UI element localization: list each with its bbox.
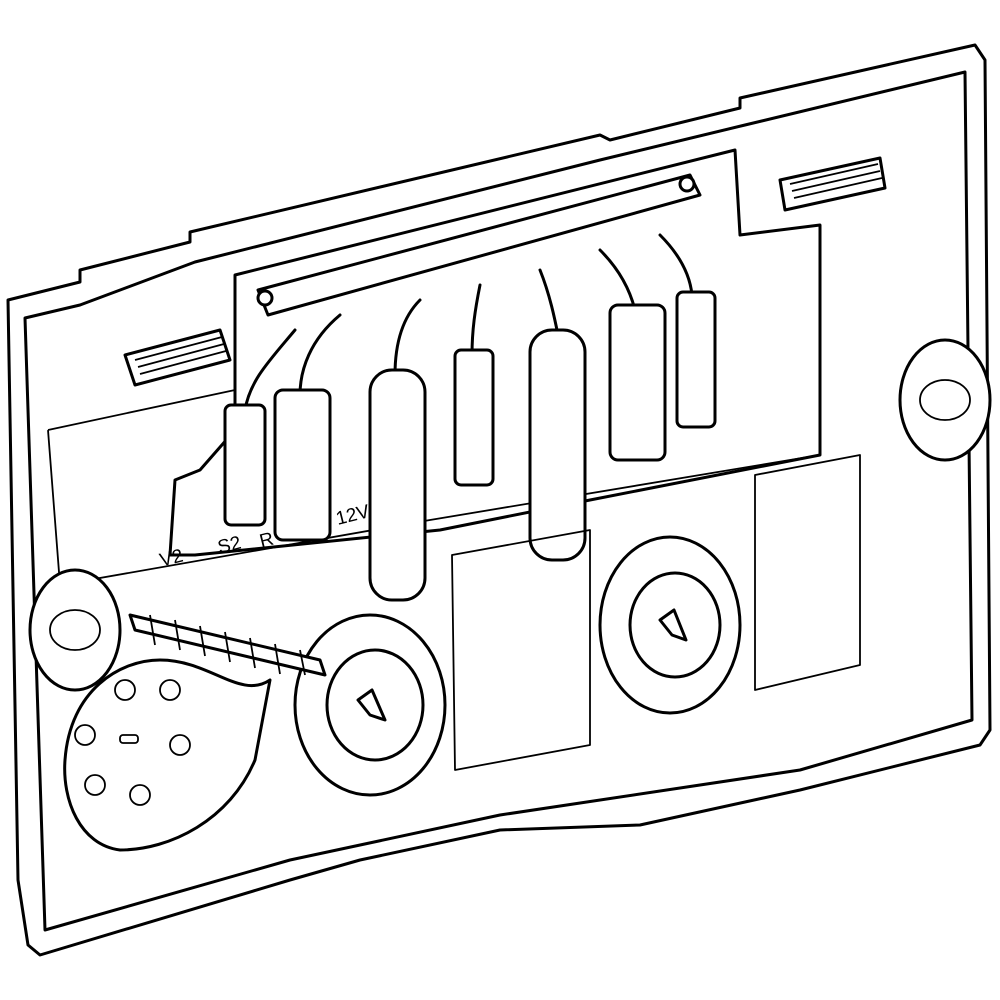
screw-right [678, 175, 696, 193]
screw-left [256, 289, 274, 307]
panel-right [754, 454, 861, 691]
recess-floor [47, 389, 821, 586]
round-socket [63, 658, 272, 852]
connector-4 [453, 348, 495, 487]
clip-right [778, 156, 887, 212]
connector-recess [168, 148, 822, 557]
terminal-strip [128, 613, 327, 677]
connector-7 [675, 290, 717, 429]
connector-5 [528, 328, 587, 562]
connector-v2-s2 [223, 403, 267, 527]
actuator-right [598, 535, 742, 715]
connector-12v [368, 368, 427, 602]
connector-6 [608, 303, 667, 462]
connector-r [273, 388, 332, 542]
mounting-hole-left [28, 568, 122, 692]
actuator-left [293, 613, 447, 797]
mounting-hole-right [898, 338, 992, 462]
connectors [223, 290, 717, 602]
cables [243, 233, 694, 412]
cable-clamp-bar [256, 173, 702, 317]
panel-center [451, 529, 591, 771]
